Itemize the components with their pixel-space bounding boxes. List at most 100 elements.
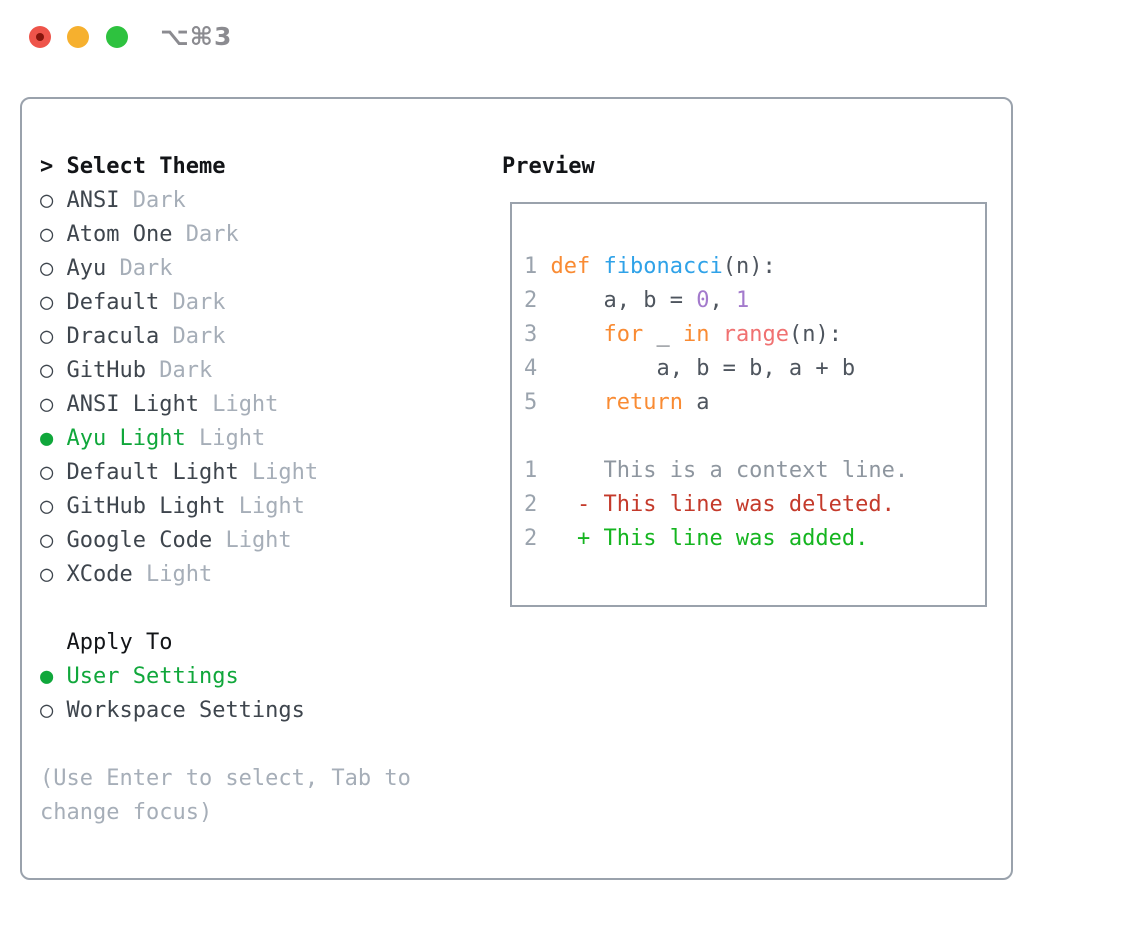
apply-option-user-settings[interactable]: ● User Settings	[40, 660, 490, 694]
hint-text: (Use Enter to select, Tab to change focu…	[40, 766, 411, 825]
code-line	[524, 420, 985, 454]
code-segment-pl: a, b = b, a + b	[550, 356, 856, 381]
theme-option-ayu[interactable]: ○ Ayu Dark	[40, 252, 490, 286]
radio-icon: ○	[40, 358, 67, 383]
code-segment-ln: 2	[524, 288, 551, 313]
radio-icon: ○	[40, 494, 67, 519]
theme-variant-label: Light	[225, 494, 305, 519]
titlebar: ⌥⌘3	[0, 0, 1140, 74]
code-segment-ln: 2	[524, 492, 551, 517]
theme-variant-label: Light	[198, 392, 279, 417]
option-label: Workspace Settings	[66, 698, 305, 723]
option-label: Ayu Light	[66, 426, 186, 451]
apply-to-header: Apply To	[66, 630, 173, 655]
window-title: ⌥⌘3	[160, 22, 233, 51]
apply-option-workspace-settings[interactable]: ○ Workspace Settings	[40, 694, 490, 728]
option-label: Default Light	[66, 460, 239, 485]
option-label: GitHub	[66, 358, 146, 383]
option-label: Ayu	[66, 256, 107, 281]
theme-variant-label: Light	[238, 460, 319, 485]
theme-list: ○ ANSI Dark○ Atom One Dark○ Ayu Dark○ De…	[40, 184, 490, 592]
radio-icon: ○	[40, 222, 67, 247]
theme-option-xcode[interactable]: ○ XCode Light	[40, 558, 490, 592]
code-segment-pl: a	[682, 390, 710, 415]
radio-icon: ○	[40, 528, 67, 553]
option-label: ANSI Light	[66, 392, 199, 417]
code-line: 3 for _ in range(n):	[524, 318, 985, 352]
close-button[interactable]	[29, 26, 51, 48]
radio-icon: ○	[40, 256, 67, 281]
option-label: Atom One	[66, 222, 173, 247]
preview-box: 1 def fibonacci(n): 2 a, b = 0, 1 3 for _ …	[510, 202, 987, 607]
theme-selector-panel: > Select Theme ○ ANSI Dark○ Atom One Dar…	[20, 97, 1013, 880]
radio-selected-icon: ●	[40, 664, 67, 689]
theme-option-github[interactable]: ○ GitHub Dark	[40, 354, 490, 388]
radio-icon: ○	[40, 562, 67, 587]
code-line: 2 - This line was deleted.	[524, 488, 985, 522]
theme-option-github-light[interactable]: ○ GitHub Light Light	[40, 490, 490, 524]
theme-variant-label: Dark	[172, 222, 239, 247]
theme-option-atom-one[interactable]: ○ Atom One Dark	[40, 218, 490, 252]
code-segment-kw: in	[682, 322, 710, 347]
option-label: GitHub Light	[66, 494, 226, 519]
option-label: Default	[66, 290, 160, 315]
code-segment-add: + This line was added.	[550, 526, 869, 551]
code-line: 1 def fibonacci(n):	[524, 250, 985, 284]
radio-icon: ○	[40, 188, 67, 213]
code-segment-ln: 4	[524, 356, 551, 381]
theme-variant-label: Dark	[159, 290, 226, 315]
theme-variant-label: Light	[132, 562, 213, 587]
theme-option-google-code[interactable]: ○ Google Code Light	[40, 524, 490, 558]
theme-option-default[interactable]: ○ Default Dark	[40, 286, 490, 320]
code-line: 5 return a	[524, 386, 985, 420]
code-segment-ln: 2	[524, 526, 551, 551]
theme-option-ayu-light[interactable]: ● Ayu Light Light	[40, 422, 490, 456]
code-segment-pl: ,	[709, 288, 736, 313]
code-line: 1 This is a context line.	[524, 454, 985, 488]
option-label: User Settings	[66, 664, 239, 689]
code-line: 2 + This line was added.	[524, 522, 985, 556]
apply-to-list: ● User Settings○ Workspace Settings	[40, 660, 490, 728]
code-segment-ln: 5	[524, 390, 551, 415]
code-segment-pl	[551, 390, 604, 415]
theme-option-ansi-light[interactable]: ○ ANSI Light Light	[40, 388, 490, 422]
focus-caret-icon: >	[40, 154, 67, 179]
minimize-button[interactable]	[67, 26, 89, 48]
code-segment-pl	[551, 322, 604, 347]
code-segment-ctx: This is a context line.	[550, 458, 909, 483]
radio-icon: ○	[40, 460, 67, 485]
theme-variant-label: Dark	[106, 256, 173, 281]
radio-icon: ○	[40, 290, 67, 315]
theme-option-ansi[interactable]: ○ ANSI Dark	[40, 184, 490, 218]
code-segment-num: 0	[696, 288, 710, 313]
radio-icon: ○	[40, 392, 67, 417]
theme-list-column: > Select Theme ○ ANSI Dark○ Atom One Dar…	[40, 150, 490, 830]
radio-icon: ○	[40, 698, 67, 723]
theme-variant-label: Light	[185, 426, 266, 451]
code-line: 4 a, b = b, a + b	[524, 352, 985, 386]
code-segment-call: range	[722, 322, 789, 347]
code-segment-pl: a, b =	[550, 288, 697, 313]
code-segment-fn: fibonacci	[603, 254, 723, 279]
select-theme-header: > Select Theme	[40, 150, 490, 184]
code-segment-kw: def	[550, 254, 591, 279]
select-theme-header-label: Select Theme	[66, 154, 226, 179]
theme-variant-label: Light	[212, 528, 292, 553]
theme-variant-label: Dark	[145, 358, 213, 383]
code-segment-del: - This line was deleted.	[550, 492, 895, 517]
option-label: XCode	[66, 562, 133, 587]
code-segment-kw: return	[603, 390, 683, 415]
theme-option-default-light[interactable]: ○ Default Light Light	[40, 456, 490, 490]
option-label: Google Code	[66, 528, 213, 553]
code-preview: 1 def fibonacci(n): 2 a, b = 0, 1 3 for _ …	[524, 250, 985, 556]
code-segment-ln: 1	[524, 254, 551, 279]
zoom-button[interactable]	[106, 26, 128, 48]
preview-header-label: Preview	[502, 154, 595, 179]
option-label: Dracula	[66, 324, 160, 349]
code-segment-num: 1	[735, 288, 750, 313]
code-segment-ln: 3	[524, 322, 551, 347]
radio-icon: ○	[40, 324, 67, 349]
spacer	[40, 592, 490, 626]
theme-option-dracula[interactable]: ○ Dracula Dark	[40, 320, 490, 354]
